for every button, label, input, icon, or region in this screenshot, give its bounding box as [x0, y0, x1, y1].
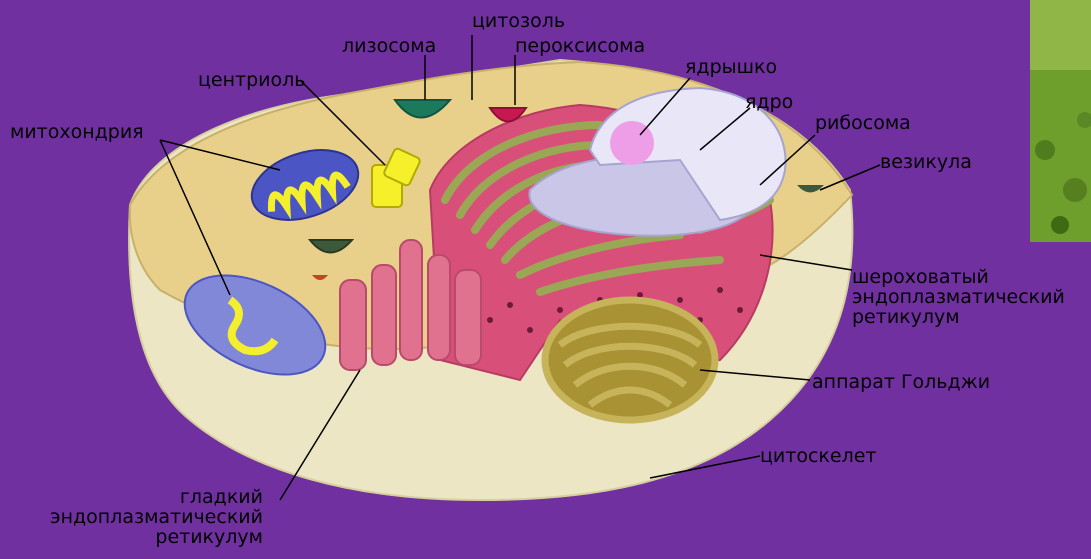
label-cytoskeleton: цитоскелет [760, 446, 877, 466]
label-nucleolus: ядрышко [685, 57, 777, 77]
label-rough-er-line1: шероховатый [852, 267, 1065, 287]
label-vesicle: везикула [880, 152, 972, 172]
label-smooth-er: гладкий эндоплазматический ретикулум [20, 487, 263, 547]
label-rough-er-line3: ретикулум [852, 307, 1065, 327]
label-smooth-er-line1: гладкий [20, 487, 263, 507]
label-lysosome: лизосома [342, 36, 436, 56]
label-golgi: аппарат Гольджи [812, 372, 990, 392]
label-ribosome: рибосома [815, 113, 911, 133]
label-centriole: центриоль [198, 70, 306, 90]
label-rough-er-line2: эндоплазматический [852, 287, 1065, 307]
label-nucleus: ядро [745, 92, 793, 112]
label-rough-er: шероховатый эндоплазматический ретикулум [852, 267, 1065, 327]
label-smooth-er-line2: эндоплазматический [20, 507, 263, 527]
label-mitochondria: митохондрия [10, 122, 144, 142]
label-smooth-er-line3: ретикулум [20, 527, 263, 547]
golgi-apparatus [545, 300, 715, 420]
label-cytosol: цитозоль [472, 11, 565, 31]
leaf-photo [1030, 0, 1091, 242]
label-peroxisome: пероксисома [515, 36, 645, 56]
